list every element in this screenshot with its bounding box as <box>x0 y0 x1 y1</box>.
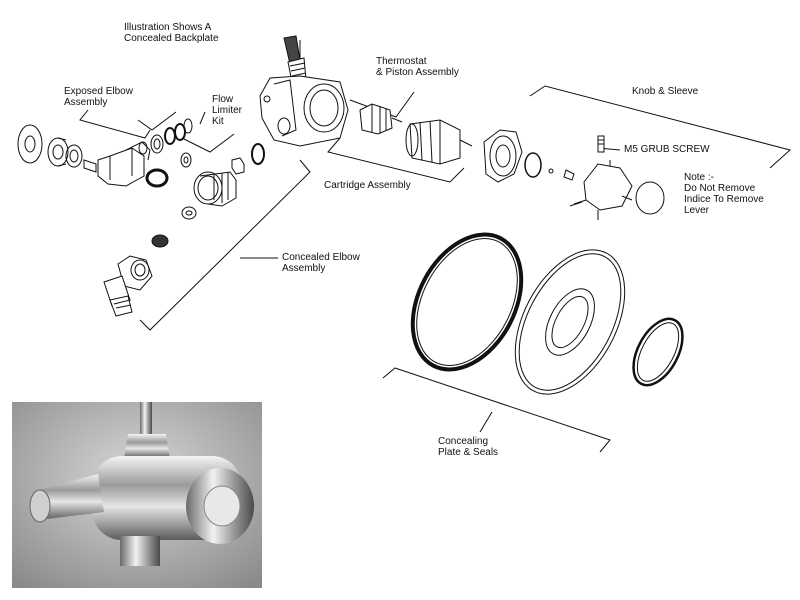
knob-sleeve <box>569 135 665 220</box>
label-knob-sleeve: Knob & Sleeve <box>632 86 699 97</box>
leader-concealed-elbow <box>139 159 311 331</box>
concealed-elbow-assembly <box>103 234 169 317</box>
label-m5-grub-screw: M5 GRUB SCREW <box>624 144 710 155</box>
leader-concealing-plate <box>382 367 611 453</box>
leader-knob-sleeve <box>529 85 792 169</box>
leader-flow-limiter <box>199 111 206 125</box>
leader-concealing-plate-2 <box>479 411 493 433</box>
thermostat-piston-assembly <box>359 103 473 165</box>
flow-limiter-kit <box>180 143 265 220</box>
concealing-plate-seals <box>410 232 684 395</box>
exposed-elbow-assembly <box>17 118 193 188</box>
leader-exposed-elbow-2 <box>137 111 177 131</box>
label-thermostat-piston: Thermostat& Piston Assembly <box>376 56 459 78</box>
product-photo <box>12 402 262 588</box>
label-cartridge-assembly: Cartridge Assembly <box>324 180 411 191</box>
leader-exposed-elbow <box>79 109 151 139</box>
leader-flow-limiter-2 <box>181 133 235 153</box>
leader-cartridge <box>327 137 465 183</box>
cartridge-assembly <box>483 129 575 183</box>
concealed-backplate <box>259 35 349 147</box>
leader-thermostat <box>349 91 415 118</box>
